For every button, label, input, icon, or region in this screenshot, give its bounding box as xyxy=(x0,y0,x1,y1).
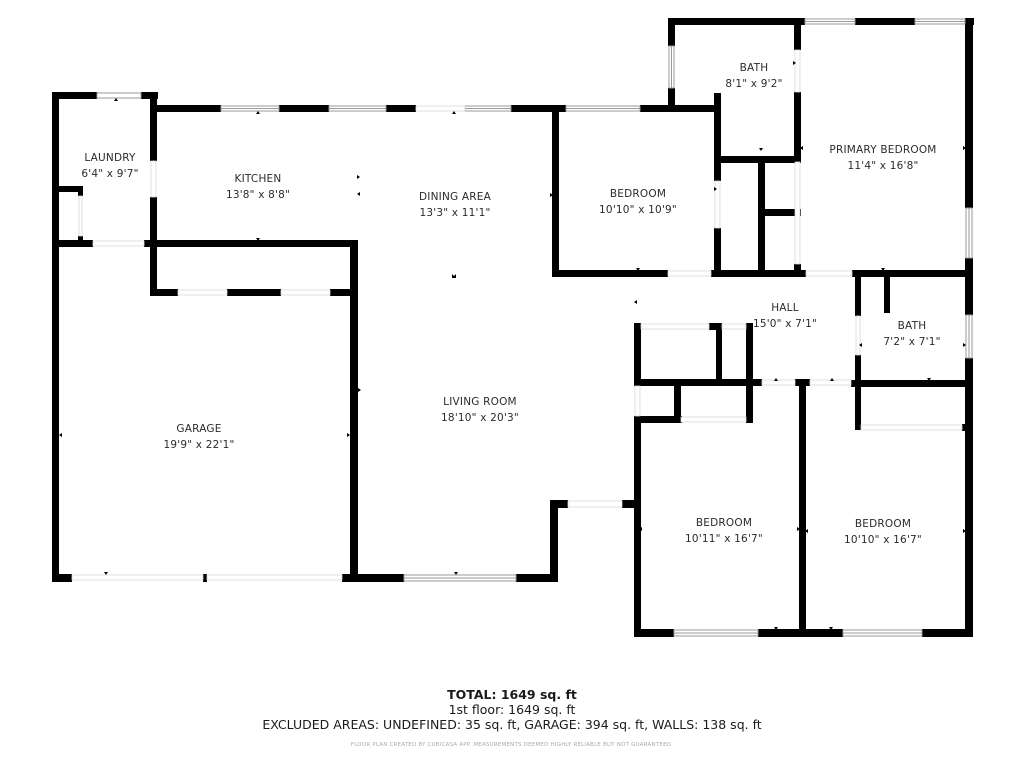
room-name: PRIMARY BEDROOM xyxy=(829,144,937,156)
room-bedroom-northwest: BEDROOM 10'10" x 10'9" xyxy=(599,186,677,218)
room-dimensions: 10'10" x 16'7" xyxy=(844,534,922,546)
room-name: BATH xyxy=(739,62,769,74)
room-dimensions: 13'8" x 8'8" xyxy=(225,189,291,201)
room-primary-bedroom: PRIMARY BEDROOM 11'4" x 16'8" xyxy=(829,142,936,174)
room-bath-primary: BATH 8'1" x 9'2" xyxy=(725,60,782,92)
room-dimensions: 6'4" x 9'7" xyxy=(81,168,139,180)
room-laundry: LAUNDRY 6'4" x 9'7" xyxy=(81,150,138,182)
room-dimensions: 10'11" x 16'7" xyxy=(685,533,763,545)
room-name: BATH xyxy=(897,320,927,332)
first-floor-area: 1st floor: 1649 sq. ft xyxy=(448,702,576,717)
dimension-ticks xyxy=(59,61,966,630)
excluded-areas: EXCLUDED AREAS: UNDEFINED: 35 sq. ft, GA… xyxy=(262,717,762,732)
room-name: BEDROOM xyxy=(609,188,667,200)
room-bedroom-southeast: BEDROOM 10'10" x 16'7" xyxy=(844,516,922,548)
room-dimensions: 8'1" x 9'2" xyxy=(725,78,783,90)
windows xyxy=(96,18,973,637)
disclaimer: FLOOR PLAN CREATED BY CUBICASA APP. MEAS… xyxy=(350,742,674,748)
room-name: HALL xyxy=(771,302,799,314)
room-hall: HALL 15'0" x 7'1" xyxy=(753,300,817,332)
room-name: LIVING ROOM xyxy=(443,396,517,408)
room-name: DINING AREA xyxy=(419,191,491,203)
room-name: BEDROOM xyxy=(695,517,753,529)
room-name: BEDROOM xyxy=(854,518,912,530)
room-bedroom-southwest: BEDROOM 10'11" x 16'7" xyxy=(685,515,763,547)
total-area: TOTAL: 1649 sq. ft xyxy=(447,687,577,702)
room-kitchen: KITCHEN 13'8" x 8'8" xyxy=(226,171,290,203)
room-bath-hall: BATH 7'2" x 7'1" xyxy=(883,318,940,350)
door-openings xyxy=(71,49,963,581)
room-dimensions: 7'2" x 7'1" xyxy=(883,336,941,348)
room-living-room: LIVING ROOM 18'10" x 20'3" xyxy=(441,394,519,426)
room-name: LAUNDRY xyxy=(84,152,136,164)
room-dimensions: 15'0" x 7'1" xyxy=(752,318,818,330)
room-dimensions: 10'10" x 10'9" xyxy=(599,204,677,216)
room-name: GARAGE xyxy=(176,423,222,435)
room-garage: GARAGE 19'9" x 22'1" xyxy=(163,421,234,453)
room-dining-area: DINING AREA 13'3" x 11'1" xyxy=(419,189,491,221)
room-dimensions: 13'3" x 11'1" xyxy=(419,207,491,219)
room-dimensions: 11'4" x 16'8" xyxy=(847,160,919,172)
walls xyxy=(52,18,974,637)
room-dimensions: 18'10" x 20'3" xyxy=(441,412,519,424)
room-dimensions: 19'9" x 22'1" xyxy=(163,439,235,451)
room-name: KITCHEN xyxy=(234,173,282,185)
